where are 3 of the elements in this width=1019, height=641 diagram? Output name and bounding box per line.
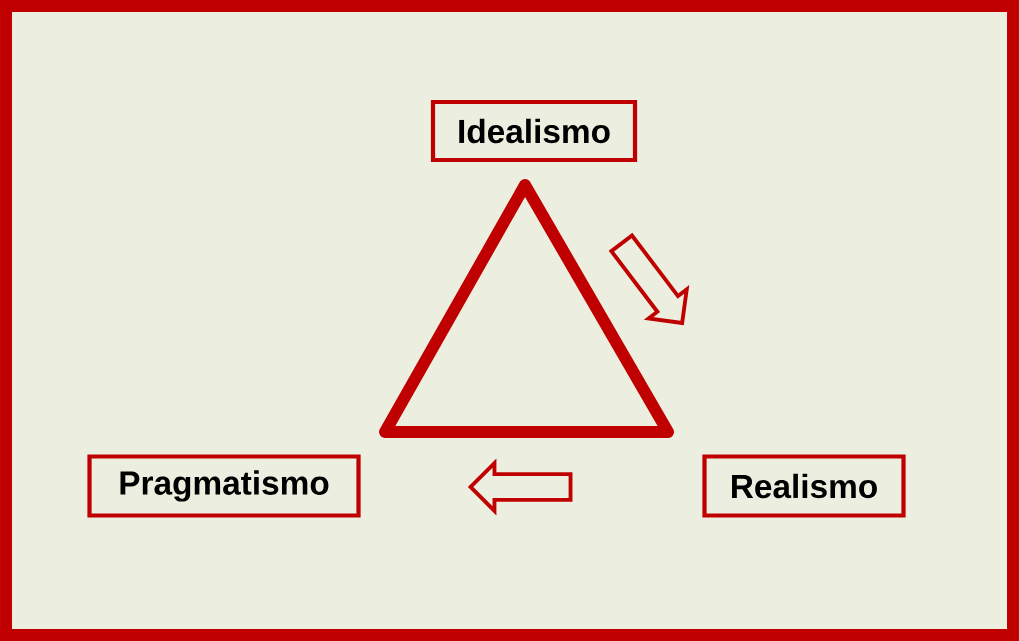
concept-box: Idealismo	[430, 99, 638, 163]
concept-box: Realismo	[702, 454, 906, 518]
concept-box: Pragmatismo	[87, 454, 361, 518]
